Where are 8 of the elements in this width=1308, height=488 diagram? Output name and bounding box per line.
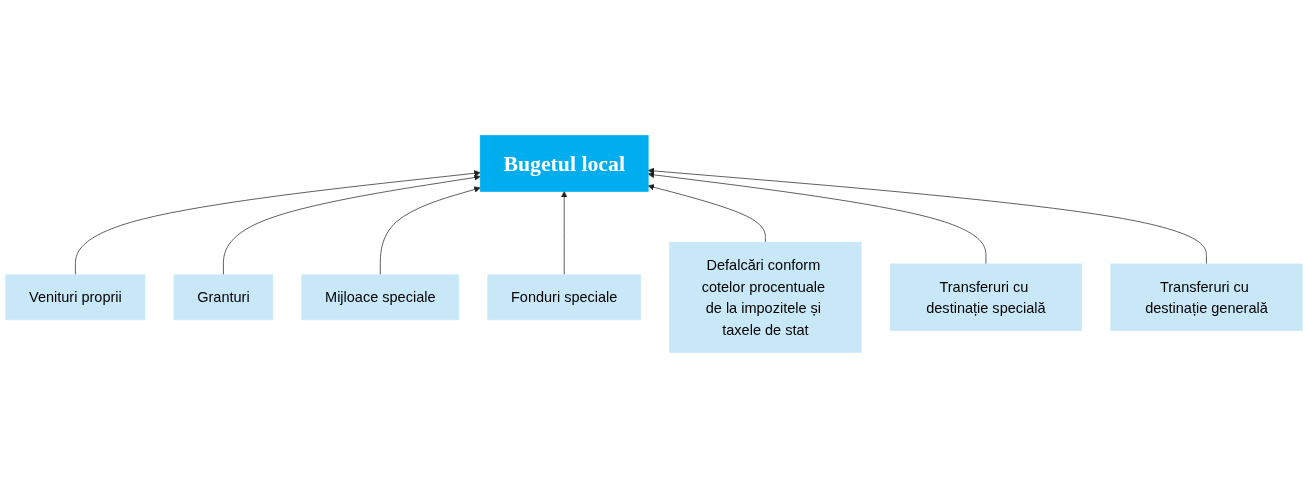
node-box: Defalcări conform cotelor procentuale de la impozitele și taxele de stat (669, 241, 862, 353)
node-box: Venituri proprii (5, 274, 146, 321)
node-box: Fonduri speciale (487, 274, 641, 321)
node-box: Granturi (173, 274, 274, 321)
node-box: Bugetul local (479, 135, 649, 192)
node-box: Mijloace speciale (301, 274, 460, 321)
node-box: Transferuri cu destinație generală (1110, 263, 1303, 332)
node-box: Transferuri cu destinație specială (889, 263, 1083, 332)
